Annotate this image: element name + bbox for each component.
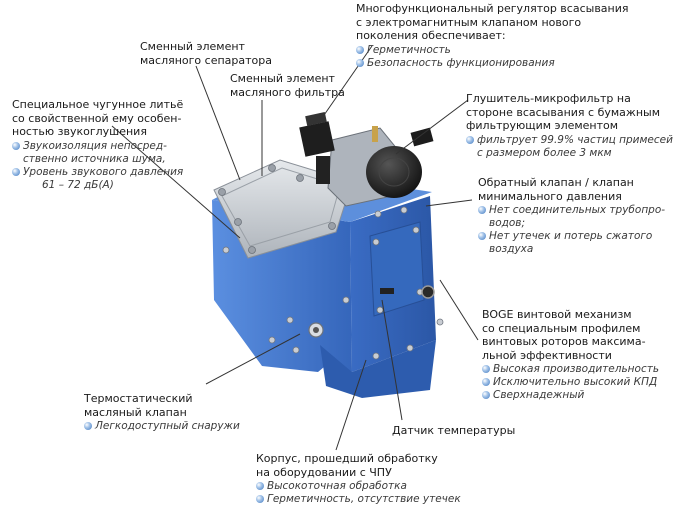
separator-title-1: Сменный элемент <box>140 40 245 53</box>
check-valve-title-2: минимального давления <box>478 189 622 203</box>
label-regulator: Многофункциональный регулятор всасывания… <box>356 2 629 70</box>
screw-bullet: Сверхнадежный <box>482 389 659 402</box>
screw-bullet: Исключительно высокий КПД <box>482 376 659 389</box>
silencer-bullet: фильтрует 99.9% частиц примесей <box>466 134 673 147</box>
solenoid-valve <box>299 121 335 157</box>
bullet-icon <box>478 206 486 214</box>
label-separator: Сменный элемент масляного сепаратора <box>140 40 272 67</box>
regulator-title-1: Многофункциональный регулятор всасывания <box>356 2 629 15</box>
check-valve-bullet-cont: водов; <box>489 217 526 229</box>
check-valve-title-1: Обратный клапан / клапан <box>478 176 634 189</box>
label-screw: BOGE винтовой механизм со специальным пр… <box>482 308 659 402</box>
temperature-sensor <box>380 288 394 294</box>
bullet-icon <box>356 58 364 67</box>
casting-title-1: Специальное чугунное литьё <box>12 98 184 111</box>
oil-filter-title-2: масляного фильтра <box>230 85 345 99</box>
casting-bullet: Уровень звукового давления <box>12 166 183 179</box>
thermostat-title-1: Термостатический <box>84 392 193 405</box>
silencer-title-3: фильтрующим элементом <box>466 119 619 132</box>
bullet-icon <box>256 482 264 490</box>
housing-bolts <box>222 206 444 360</box>
screw-title-2: со специальным профилем <box>482 321 641 335</box>
bullet-icon <box>478 232 486 240</box>
cover-bolts <box>218 164 344 254</box>
housing-title-1: Корпус, прошедший обработку <box>256 452 438 465</box>
casting-title-2: со свойственной ему особен- <box>12 111 182 125</box>
valve-panel <box>369 221 425 317</box>
bullet-icon <box>84 422 92 430</box>
bullet-icon <box>482 378 490 386</box>
label-check-valve: Обратный клапан / клапан минимального да… <box>478 176 665 256</box>
thermostat-bullet: Легкодоступный снаружи <box>84 420 240 433</box>
bullet-icon <box>12 141 20 150</box>
regulator-bullet: Безопасность функционирования <box>356 57 629 70</box>
silencer-bullet-cont: с размером более 3 мкм <box>477 146 612 159</box>
label-temp-sensor: Датчик температуры <box>392 424 515 438</box>
screw-title-4: льной эффективности <box>482 348 612 362</box>
regulator-bullet: Герметичность <box>356 44 629 57</box>
housing-lower-block <box>320 340 436 398</box>
separator-title-2: масляного сепаратора <box>140 53 272 67</box>
bullet-icon <box>482 391 490 399</box>
bullet-icon <box>12 167 20 176</box>
screw-title-3: винтовых роторов максима- <box>482 335 646 348</box>
label-thermostat: Термостатический масляный клапан Легкодо… <box>84 392 240 433</box>
silencer-title-2: стороне всасывания с бумажным <box>466 105 660 119</box>
leader-lines <box>111 45 479 451</box>
screw-title-1: BOGE винтовой механизм <box>482 308 632 321</box>
regulator-title-3: поколения обеспечивает: <box>356 29 506 42</box>
oil-filter-title-1: Сменный элемент <box>230 72 335 85</box>
right-fitting <box>421 285 435 299</box>
label-casting: Специальное чугунное литьё со свойственн… <box>12 98 183 192</box>
label-oil-filter: Сменный элемент масляного фильтра <box>230 72 345 99</box>
bullet-icon <box>482 365 490 373</box>
housing-bullet: Герметичность, отсутствие утечек <box>256 493 461 506</box>
separator-cover <box>213 159 353 259</box>
housing-bullet: Высокоточная обработка <box>256 480 461 493</box>
bullet-icon <box>256 495 264 503</box>
temp-sensor-title: Датчик температуры <box>392 424 516 437</box>
casting-bullet: Звукоизоляция непосред- <box>12 140 183 153</box>
thermostat-title-2: масляный клапан <box>84 405 187 419</box>
regulator-title-2: с электромагнитным клапаном нового <box>356 15 582 29</box>
screw-bullet: Высокая производительность <box>482 363 659 376</box>
casting-bullet-cont: ственно источника шума, <box>23 152 166 165</box>
intake-silencer <box>366 146 422 198</box>
casting-title-3: ностью звукоглушения <box>12 125 147 138</box>
label-silencer: Глушитель-микрофильтр на стороне всасыва… <box>466 92 673 160</box>
housing-title-2: на оборудовании с ЧПУ <box>256 465 392 479</box>
check-valve-bullet: Нет соединительных трубопро- <box>478 204 665 217</box>
casting-bullet-cont: 61 – 72 дБ(А) <box>42 178 114 191</box>
check-valve-bullet-cont: воздуха <box>489 243 534 255</box>
bullet-icon <box>356 45 364 54</box>
bullet-icon <box>466 135 474 144</box>
silencer-title-1: Глушитель-микрофильтр на <box>466 92 631 105</box>
check-valve-bullet: Нет утечек и потерь сжатого <box>478 230 665 243</box>
label-housing: Корпус, прошедший обработку на оборудова… <box>256 452 461 506</box>
